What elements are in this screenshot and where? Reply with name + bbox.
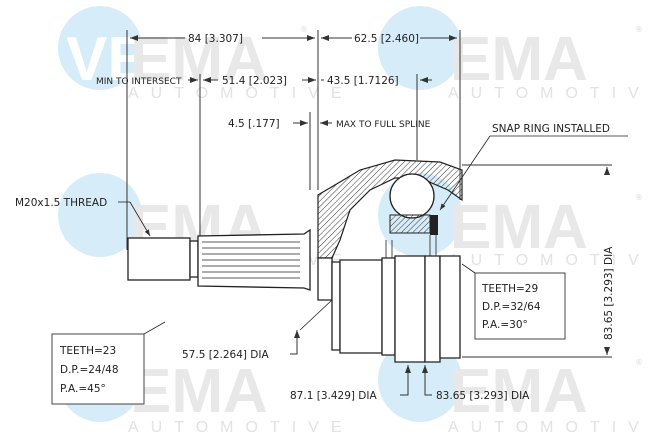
dim-body-dia: 87.1 [3.429] DIA: [290, 365, 411, 402]
svg-text:57.5 [2.264] DIA: 57.5 [2.264] DIA: [182, 349, 269, 361]
splined-shaft: [197, 228, 311, 291]
dim-spline-length: 43.5 [1.7126]: [321, 75, 432, 87]
registered-mark: ®: [635, 193, 643, 202]
registered-mark: ®: [300, 25, 308, 34]
svg-text:TEETH=29: TEETH=29: [481, 283, 538, 295]
outer-bell-section: [317, 159, 463, 259]
watermark-brand-mid-right: EMA: [450, 193, 588, 262]
spec-box-inner: TEETH=29 D.P.=32/64 P.A.=30°: [461, 263, 566, 340]
watermark-tagline: AUTOMOTIVE: [448, 419, 650, 436]
registered-mark: ®: [635, 358, 643, 367]
dim-overall-length: 84 [3.307]: [130, 33, 315, 45]
svg-text:62.5 [2.460]: 62.5 [2.460]: [354, 33, 419, 45]
svg-text:MIN TO INTERSECT: MIN TO INTERSECT: [96, 77, 182, 87]
svg-text:P.A.=30°: P.A.=30°: [482, 319, 528, 331]
watermark-tagline: AUTOMOTIVE: [128, 419, 354, 436]
svg-text:M20x1.5 THREAD: M20x1.5 THREAD: [15, 197, 107, 209]
svg-text:SNAP RING INSTALLED: SNAP RING INSTALLED: [492, 123, 610, 135]
watermark-tagline: AUTOMOTIVE: [448, 85, 650, 102]
svg-text:87.1 [3.429] DIA: 87.1 [3.429] DIA: [290, 390, 377, 402]
callout-thread: M20x1.5 THREAD: [15, 197, 151, 237]
watermark-tagline: AUTOMOTIVE: [128, 85, 354, 102]
svg-text:TEETH=23: TEETH=23: [59, 345, 116, 357]
svg-text:51.4 [2.023]: 51.4 [2.023]: [222, 75, 287, 87]
threaded-stub: [127, 237, 199, 281]
svg-text:83.65 [3.293] DIA: 83.65 [3.293] DIA: [436, 390, 530, 402]
watermark-tagline: AUTOMOTIVE: [448, 252, 650, 269]
svg-text:83.65 [3.293] DIA: 83.65 [3.293] DIA: [603, 246, 615, 340]
watermark-circle: [378, 6, 462, 90]
bearing-ball: [389, 173, 435, 219]
watermark-logo: VEMA: [66, 25, 245, 94]
svg-text:MAX TO FULL SPLINE: MAX TO FULL SPLINE: [336, 120, 431, 130]
housing-body: [299, 235, 461, 363]
callout-snap-ring: SNAP RING INSTALLED: [439, 123, 628, 211]
registered-mark: ®: [635, 25, 643, 34]
watermark-brand-top-right: EMA: [450, 25, 588, 94]
watermark-circle: [58, 173, 142, 257]
dim-seal-dia: 83.65 [3.293] DIA: [422, 365, 530, 402]
inner-race: [389, 214, 431, 234]
snap-ring: [430, 215, 438, 235]
svg-text:84 [3.307]: 84 [3.307]: [188, 33, 243, 45]
watermark-top-left: VEMA: [58, 6, 245, 94]
spec-box-outer: TEETH=23 D.P.=24/48 P.A.=45°: [51, 321, 166, 405]
svg-text:4.5 [.177]: 4.5 [.177]: [228, 118, 280, 130]
dim-shaft-dia: 57.5 [2.264] DIA: [182, 330, 300, 361]
watermark-mid-left: [58, 173, 142, 257]
dim-max-to-full-spline: 4.5 [.177] MAX TO FULL SPLINE: [228, 118, 431, 130]
watermark-brand-bottom-right: EMA: [450, 357, 588, 426]
svg-text:43.5 [1.7126]: 43.5 [1.7126]: [327, 75, 399, 87]
svg-text:D.P.=24/48: D.P.=24/48: [60, 364, 119, 376]
watermark-brand-top-left: EMA: [130, 25, 268, 94]
svg-text:P.A.=45°: P.A.=45°: [60, 383, 106, 395]
dim-outer-length: 62.5 [2.460]: [321, 33, 457, 45]
watermark-brand-bottom-left: EMA: [130, 357, 268, 426]
watermark-top-right: [378, 6, 462, 90]
dim-min-to-intersect: MIN TO INTERSECT 51.4 [2.023]: [96, 75, 316, 87]
svg-text:D.P.=32/64: D.P.=32/64: [482, 301, 541, 313]
dim-vertical-dia: 83.65 [3.293] DIA: [462, 164, 615, 358]
watermark-circle: [58, 6, 142, 90]
